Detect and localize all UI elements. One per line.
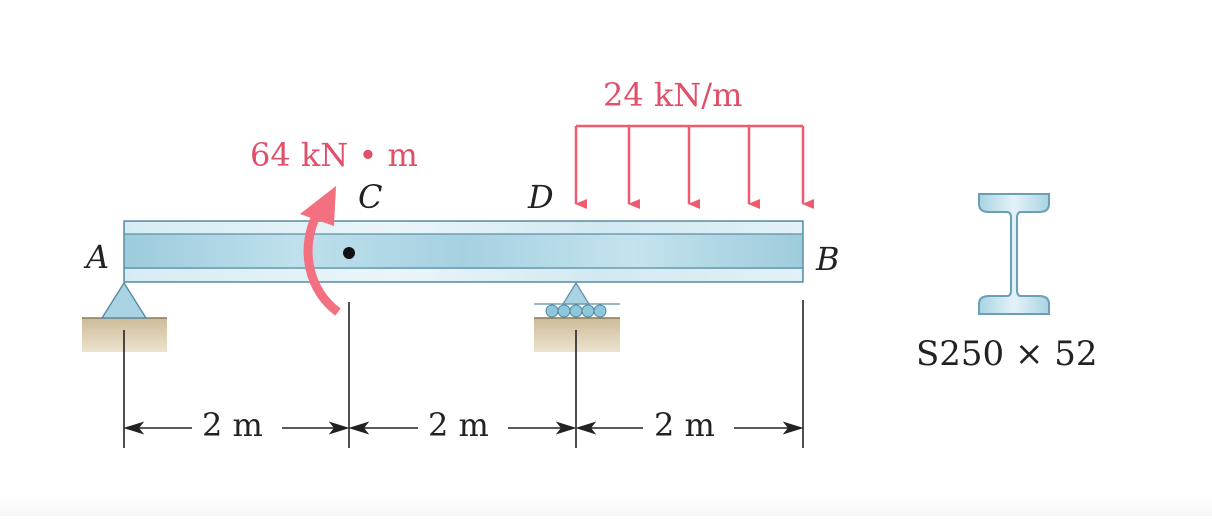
point-d-label: D <box>528 178 554 216</box>
i-beam-icon <box>978 193 1050 315</box>
moment-arrow-icon <box>300 186 341 316</box>
dimension-arrows <box>123 421 804 435</box>
beam <box>123 220 804 283</box>
dimension-label-db: 2 m <box>654 406 715 444</box>
bottom-edge <box>0 496 1212 516</box>
dimension-extension-lines <box>123 300 804 448</box>
point-b-label: B <box>816 240 840 278</box>
distributed-load-label: 24 kN/m <box>603 76 743 114</box>
moment-label: 64 kN • m <box>250 136 418 174</box>
dimension-label-ac: 2 m <box>202 406 263 444</box>
point-c-marker <box>343 247 355 259</box>
distributed-load <box>574 124 814 209</box>
section-label: S250 × 52 <box>916 334 1098 374</box>
point-a-label: A <box>86 238 110 276</box>
roller-support-icon <box>534 281 620 352</box>
point-c-label: C <box>358 178 383 216</box>
dimension-label-cd: 2 m <box>428 406 489 444</box>
